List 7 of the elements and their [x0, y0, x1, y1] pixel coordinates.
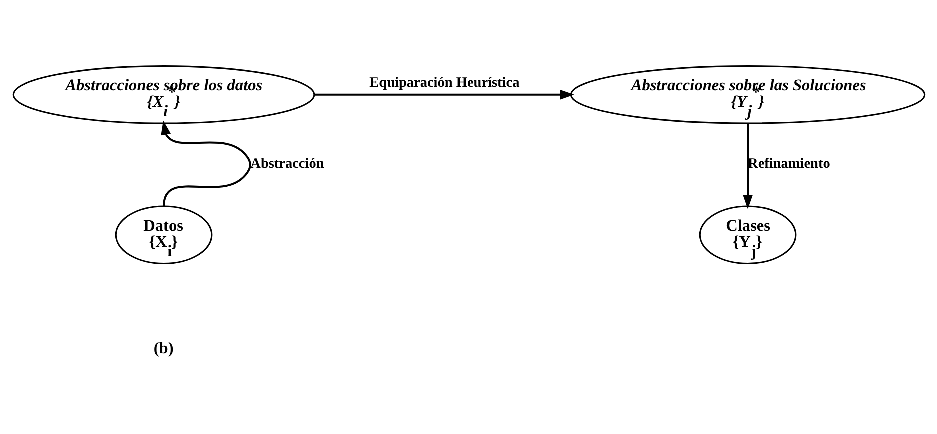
edge-label: Equiparación Heurística [369, 74, 520, 90]
label: (b) [153, 338, 174, 357]
arrow [160, 120, 251, 206]
edge-label: Abstracción [250, 155, 324, 172]
arrow [742, 123, 753, 209]
arrow [314, 89, 574, 100]
edge-label: Refinamiento [748, 155, 830, 172]
